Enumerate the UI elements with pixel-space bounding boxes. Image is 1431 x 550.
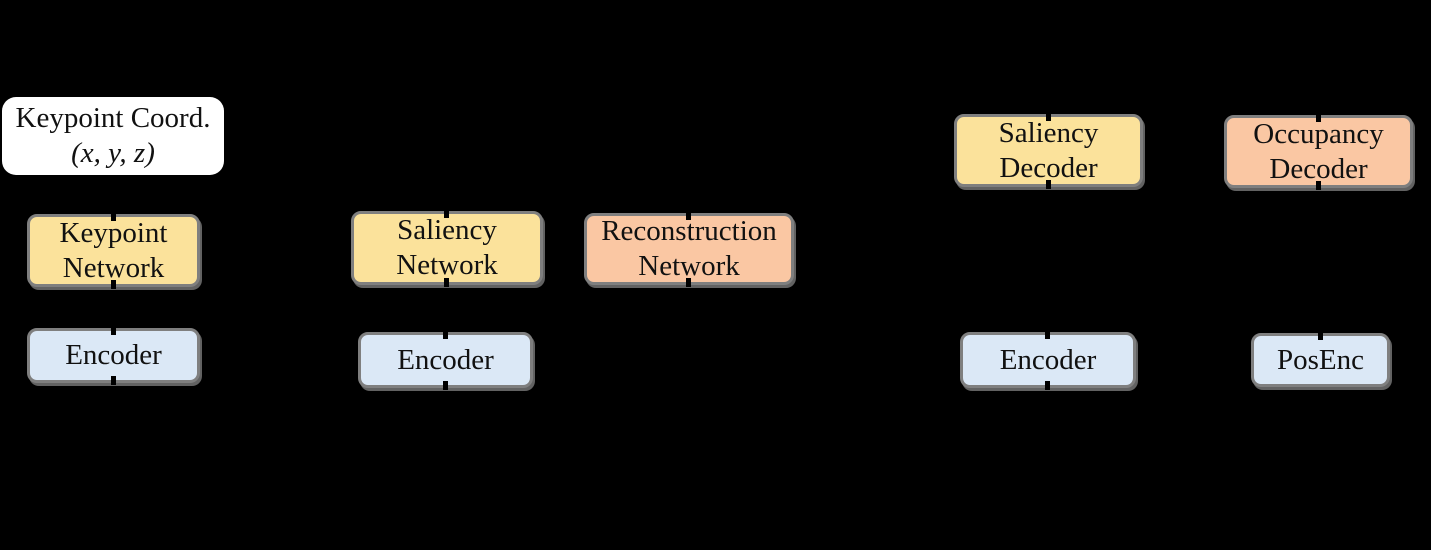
arrow-stub-bottom-icon <box>444 278 449 287</box>
arrow-stub-bottom-icon <box>1045 180 1051 189</box>
arrow-stub-bottom-icon <box>110 376 116 385</box>
node-label-line: Saliency <box>397 214 497 246</box>
encoder-middle-box: Encoder <box>358 330 533 390</box>
arrow-stub-top-icon <box>442 330 448 339</box>
node-label-line: Encoder <box>65 339 162 371</box>
posenc-box: PosEnc <box>1251 331 1390 387</box>
encoder-right-box: Encoder <box>960 330 1136 390</box>
node-label-line: Occupancy <box>1253 117 1384 150</box>
node-label-line: Keypoint Coord. <box>15 102 211 134</box>
node-label-line: Keypoint <box>59 216 168 249</box>
arrow-stub-bottom-icon <box>110 280 116 289</box>
arrow-stub-top-icon <box>110 326 116 335</box>
node-label-line: Decoder <box>999 151 1098 184</box>
arrow-stub-top-icon <box>1317 331 1323 340</box>
arrow-stub-top-icon <box>444 209 449 218</box>
node-label-line: Network <box>638 250 740 282</box>
node-label-line: PosEnc <box>1277 343 1364 376</box>
arrow-stub-top-icon <box>110 212 116 221</box>
arrow-stub-top-icon <box>686 211 691 220</box>
arrow-stub-top-icon <box>1045 330 1050 339</box>
node-label-line: Decoder <box>1269 152 1368 185</box>
arrow-stub-bottom-icon <box>1315 181 1321 190</box>
encoder-left-box: Encoder <box>27 326 200 385</box>
node-label-line: Saliency <box>998 116 1099 149</box>
node-label-line: (x, y, z) <box>71 137 155 169</box>
keypoint-coord-box: Keypoint Coord.(x, y, z) <box>2 97 224 175</box>
node-label-line: Reconstruction <box>601 215 777 247</box>
arrow-stub-top-icon <box>1315 113 1321 122</box>
arrow-stub-bottom-icon <box>442 381 448 390</box>
node-label-line: Encoder <box>397 343 494 376</box>
node-label-line: Network <box>62 251 165 284</box>
node-label-line: Encoder <box>999 343 1097 376</box>
node-label-line: Network <box>396 249 498 281</box>
arrow-stub-bottom-icon <box>1045 381 1050 390</box>
arrow-stub-top-icon <box>1045 112 1051 121</box>
arrow-stub-bottom-icon <box>686 278 691 287</box>
